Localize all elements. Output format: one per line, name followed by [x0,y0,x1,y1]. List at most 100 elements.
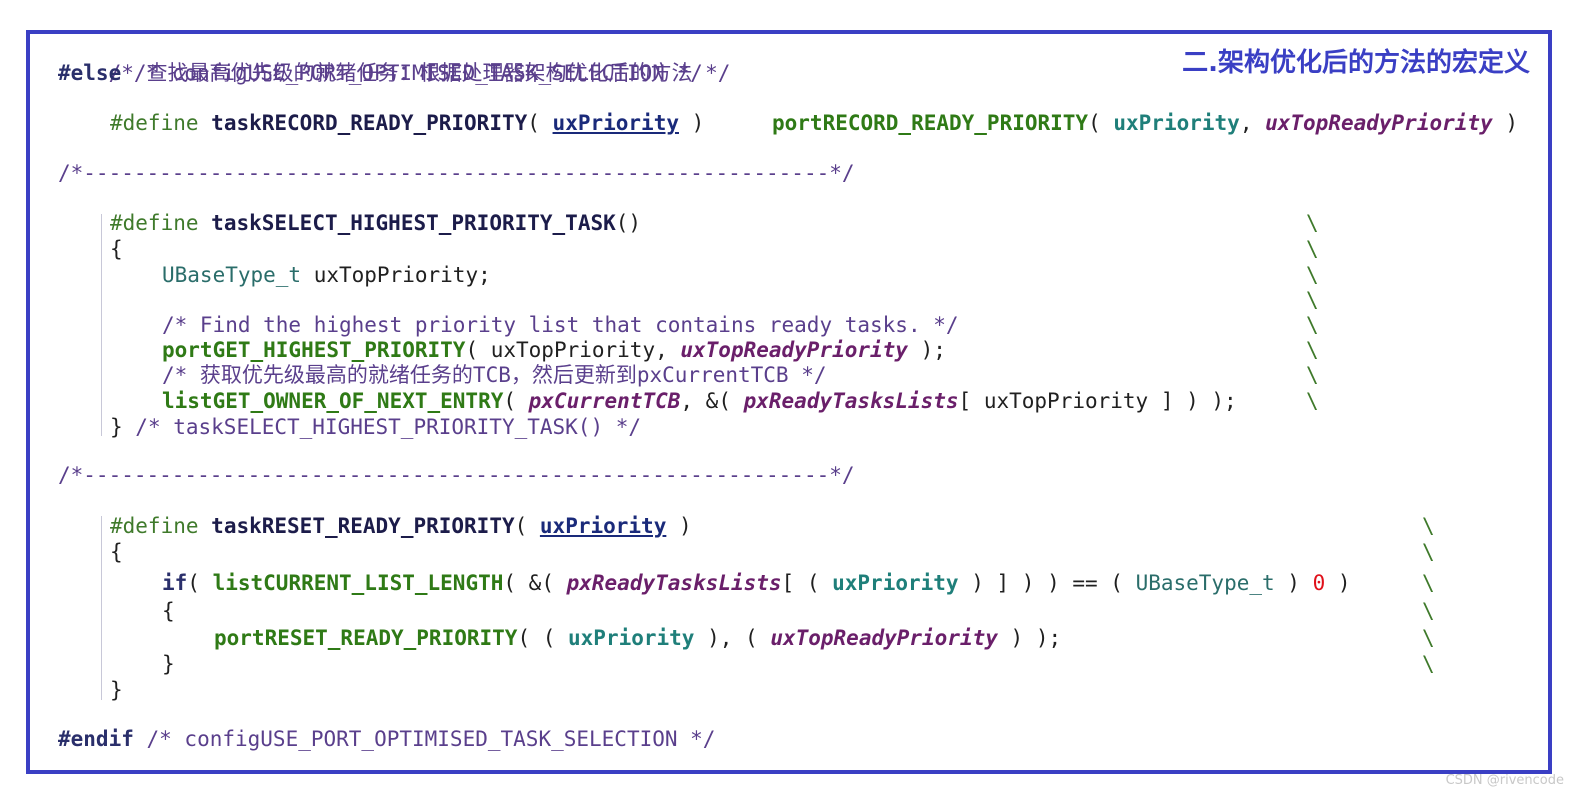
separator-comment: /*--------------------------------------… [58,463,855,487]
code-screenshot-frame: 二.架构优化后的方法的宏定义 /* 查找最高优先级的就绪任务：根据处理器架构优化… [26,30,1552,774]
code-comment: /* configUSE_PORT_OPTIMISED_TASK_SELECTI… [133,727,716,751]
paren: ( [514,514,540,538]
type-name: UBaseType_t [1135,571,1275,595]
define-keyword: #define [110,111,199,135]
line-continuation: \ [1422,571,1435,595]
args: [ uxTopPriority ] ) ); [958,389,1237,413]
watermark: CSDN @rivencode [1445,773,1564,788]
brace: } [110,678,123,702]
code-line-11: /* 获取优先级最高的就绪任务的TCB，然后更新到pxCurrentTCB */ [162,362,827,388]
code-line-7: UBaseType_t uxTopPriority; [162,262,491,288]
code-line-18: { [162,598,175,624]
macro-name: taskRECORD_READY_PRIORITY [211,111,528,135]
brace: } [162,652,175,676]
macro-arg: uxPriority [1113,111,1240,135]
code-comment: /* Find the highest priority list that c… [162,313,959,337]
code-line-3: #define taskRECORD_READY_PRIORITY( uxPri… [110,110,704,136]
comma: , [1239,111,1266,135]
preprocessor-else: #else [58,61,122,85]
port-macro-call: portGET_HIGHEST_PRIORITY [162,338,466,362]
line-continuation: \ [1306,288,1319,312]
macro-arg: uxPriority [832,571,959,595]
code-line-19: portRESET_READY_PRIORITY( ( uxPriority )… [214,625,1061,651]
paren: ) [1274,571,1313,595]
line-continuation: \ [1306,338,1319,362]
variable-decl: uxTopPriority; [301,263,491,287]
macro-name: taskRESET_READY_PRIORITY [211,514,515,538]
paren: ( [527,111,553,135]
paren: ( [1088,111,1114,135]
code-line-17: if( listCURRENT_LIST_LENGTH( &( pxReadyT… [162,570,1351,596]
global-var: pxCurrentTCB [528,389,681,413]
macro-param: uxPriority [539,514,667,538]
port-macro-call: portRECORD_READY_PRIORITY [772,111,1089,135]
paren: () [615,211,642,235]
indent-guide [101,516,102,700]
paren: ( [503,389,529,413]
code-line-1: /* 查找最高优先级的就绪任务：根据处理器架构优化后的方法 */ [58,34,731,112]
args: , &( [680,389,744,413]
line-continuation: \ [1422,540,1435,564]
brace: { [110,540,123,564]
line-continuation: \ [1306,389,1319,413]
paren: ) ); [997,626,1062,650]
args: ) ] ) ) == ( [958,571,1136,595]
preprocessor-endif: #endif [58,727,134,751]
code-line-9: /* Find the highest priority list that c… [162,312,959,338]
code-line-20: } [162,651,175,677]
section-heading: 二.架构优化后的方法的宏定义 [1182,48,1530,78]
paren: ) [1325,571,1351,595]
if-keyword: if [162,571,188,595]
line-continuation: \ [1306,237,1319,261]
code-line-5: #define taskSELECT_HIGHEST_PRIORITY_TASK… [110,210,641,236]
brace: } [110,415,123,439]
global-var: pxReadyTasksLists [566,571,782,595]
global-var: uxTopReadyPriority [1265,111,1493,135]
args: ( uxTopPriority, [465,338,681,362]
macro-name: taskSELECT_HIGHEST_PRIORITY_TASK [211,211,616,235]
args: ( &( [503,571,567,595]
define-keyword: #define [110,211,199,235]
global-var: uxTopReadyPriority [770,626,998,650]
line-continuation: \ [1306,363,1319,387]
code-line-6: { [110,236,123,262]
number-literal: 0 [1312,571,1326,595]
code-line-12: listGET_OWNER_OF_NEXT_ENTRY( pxCurrentTC… [162,388,1237,414]
line-continuation: \ [1422,652,1435,676]
code-comment: /* taskSELECT_HIGHEST_PRIORITY_TASK() */ [122,415,642,439]
type-name: UBaseType_t [162,263,302,287]
list-macro-call: listCURRENT_LIST_LENGTH [212,571,504,595]
line-continuation: \ [1306,211,1319,235]
args: ), ( [694,626,771,650]
paren: ( ( [517,626,569,650]
code-line-15: #define taskRESET_READY_PRIORITY( uxPrio… [110,513,692,539]
global-var: pxReadyTasksLists [743,389,959,413]
line-continuation: \ [1422,626,1435,650]
paren: ) [1492,111,1518,135]
code-line-22: #endif /* configUSE_PORT_OPTIMISED_TASK_… [58,726,715,752]
separator-comment: /*--------------------------------------… [58,161,855,185]
indent-guide [101,214,102,436]
paren: ) [678,111,705,135]
port-macro-call: portRESET_READY_PRIORITY [214,626,518,650]
macro-arg: uxPriority [568,626,695,650]
code-line-3-body: portRECORD_READY_PRIORITY( uxPriority, u… [772,110,1518,136]
define-keyword: #define [110,514,199,538]
code-line-16: { [110,539,123,565]
code-separator: /*--------------------------------------… [58,160,855,186]
line-continuation: \ [1306,263,1319,287]
paren: ( [187,571,213,595]
code-comment: /* 获取优先级最高的就绪任务的TCB，然后更新到pxCurrentTCB */ [162,363,827,387]
line-continuation: \ [1422,599,1435,623]
paren: ); [907,338,946,362]
list-macro-call: listGET_OWNER_OF_NEXT_ENTRY [162,389,504,413]
code-line-10: portGET_HIGHEST_PRIORITY( uxTopPriority,… [162,337,946,363]
code-line-2: #else /* configUSE_PORT_OPTIMISED_TASK_S… [58,60,703,86]
code-line-13: } /* taskSELECT_HIGHEST_PRIORITY_TASK() … [110,414,641,440]
code-line-21: } [110,677,123,703]
macro-param: uxPriority [552,111,679,135]
brace: { [162,599,175,623]
line-continuation: \ [1306,313,1319,337]
args: [ ( [781,571,833,595]
paren: ) [666,514,692,538]
